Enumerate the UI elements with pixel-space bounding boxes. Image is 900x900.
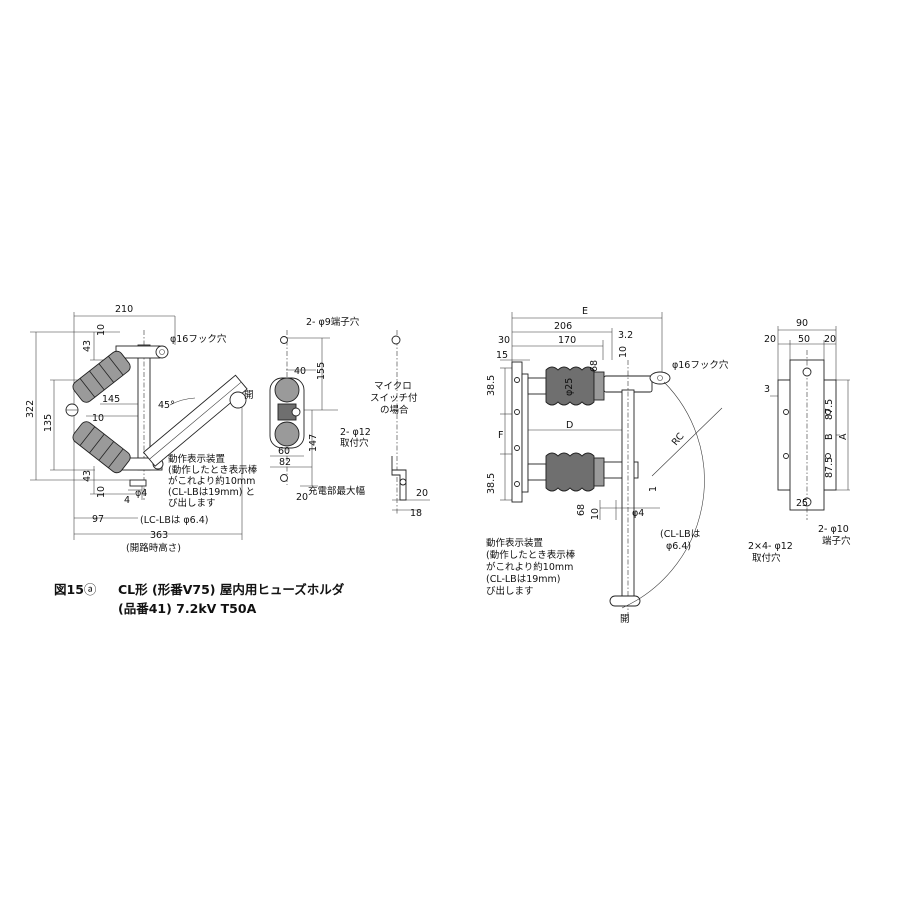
dim-60: 60 [278, 446, 290, 457]
dim-RC: RC [670, 431, 687, 448]
dim-30: 30 [498, 335, 510, 346]
dim-145: 145 [102, 394, 120, 405]
clb-note: (CL-LBは φ6.4) [660, 529, 703, 552]
lclb-note: (LC-LBは φ6.4) [140, 515, 208, 526]
micro-switch-note: マイクロ スイッチ付 の場合 [370, 381, 421, 416]
caption-line-2: (品番41) 7.2kV T50A [118, 601, 257, 616]
caption-line-1: CL形 (形番V75) 屋内用ヒューズホルダ [118, 582, 345, 597]
left-side-view: 210 10 43 322 135 145 10 45° 43 10 4 φ4 … [25, 304, 260, 554]
dim-20: 20 [296, 492, 308, 503]
dim-90: 90 [796, 318, 808, 329]
dim-38-5: 38.5 [486, 473, 497, 494]
dim-F: F [498, 430, 503, 441]
open-label: 開 [620, 614, 630, 625]
indicator-note: 動作表示装置 (動作したとき表示棒 がこれより約10mm (CL-LBは19mm… [486, 537, 578, 597]
dim-phi25: φ25 [564, 378, 575, 396]
dim-38-5: 38.5 [486, 375, 497, 396]
dim-1: 1 [648, 486, 659, 492]
mount-hole-label: 2×4- φ12 取付穴 [748, 541, 796, 564]
dim-10: 10 [590, 508, 601, 520]
figure-caption: 図15ⓐ CL形 (形番V75) 屋内用ヒューズホルダ (品番41) 7.2kV… [54, 582, 345, 616]
dim-43: 43 [82, 340, 93, 352]
terminal-hole-label: 2- φ10 端子穴 [818, 524, 852, 547]
left-end-view: 40 155 147 60 82 20 2- φ9端子穴 2- φ12 取付穴 … [269, 316, 374, 503]
dim-97: 97 [92, 514, 104, 525]
dim-3-2: 3.2 [618, 330, 633, 341]
dim-20: 20 [824, 334, 836, 345]
dim-135: 135 [43, 414, 54, 432]
max-width-label: 充電部最大幅 [308, 485, 366, 497]
dim-4: 4 [124, 495, 130, 506]
dim-155: 155 [316, 362, 327, 380]
hook-hole-label: φ16フック穴 [170, 333, 227, 345]
terminal-hole-label: 2- φ9端子穴 [306, 316, 360, 328]
dim-40: 40 [294, 366, 306, 377]
dim-45-deg: 45° [158, 400, 175, 411]
mount-hole-label: 2- φ12 取付穴 [340, 427, 374, 449]
dim-82: 82 [279, 457, 291, 468]
dim-10: 10 [92, 413, 104, 424]
dim-363: 363 [150, 530, 168, 541]
dim-20: 20 [416, 488, 428, 499]
dim-50: 50 [798, 334, 810, 345]
dim-20: 20 [764, 334, 776, 345]
dim-10: 10 [618, 346, 629, 358]
dim-147: 147 [308, 434, 319, 452]
dim-322: 322 [25, 400, 36, 418]
dim-87-5: 87.5 [824, 399, 835, 420]
dim-18: 18 [410, 508, 422, 519]
figure-number: 図15ⓐ [54, 582, 97, 597]
dim-phi4: φ4 [632, 508, 644, 519]
dim-phi4: φ4 [135, 488, 147, 499]
dim-68: 68 [589, 360, 600, 372]
indicator-note: 動作表示装置 (動作したとき表示棒 がこれより約10mm (CL-LBは19mm… [168, 453, 260, 509]
dim-25: 25 [796, 498, 808, 509]
dim-A: A [838, 433, 849, 440]
dim-D: D [566, 420, 573, 431]
open-height-note: (開路時高さ) [126, 542, 181, 554]
micro-switch-detail: マイクロ スイッチ付 の場合 20 18 [370, 330, 430, 519]
dim-170: 170 [558, 335, 576, 346]
right-front-view: E 206 30 170 3.2 15 10 68 38.5 φ25 D F R… [486, 306, 729, 625]
hook-hole-label: φ16フック穴 [672, 359, 729, 371]
right-side-view: 90 20 50 20 3 87.5 B A 87.5 25 2×4- φ12 … [748, 318, 852, 564]
dim-3: 3 [764, 384, 770, 395]
dim-210: 210 [115, 304, 133, 315]
dim-68: 68 [576, 504, 587, 516]
dim-87-5: 87.5 [824, 457, 835, 478]
dim-E: E [582, 306, 588, 317]
open-label: 開 [244, 390, 254, 401]
dim-B: B [824, 433, 835, 440]
dim-43: 43 [82, 470, 93, 482]
dim-10: 10 [96, 324, 107, 336]
dim-15: 15 [496, 350, 508, 361]
dim-206: 206 [554, 321, 572, 332]
dim-10: 10 [96, 486, 107, 498]
